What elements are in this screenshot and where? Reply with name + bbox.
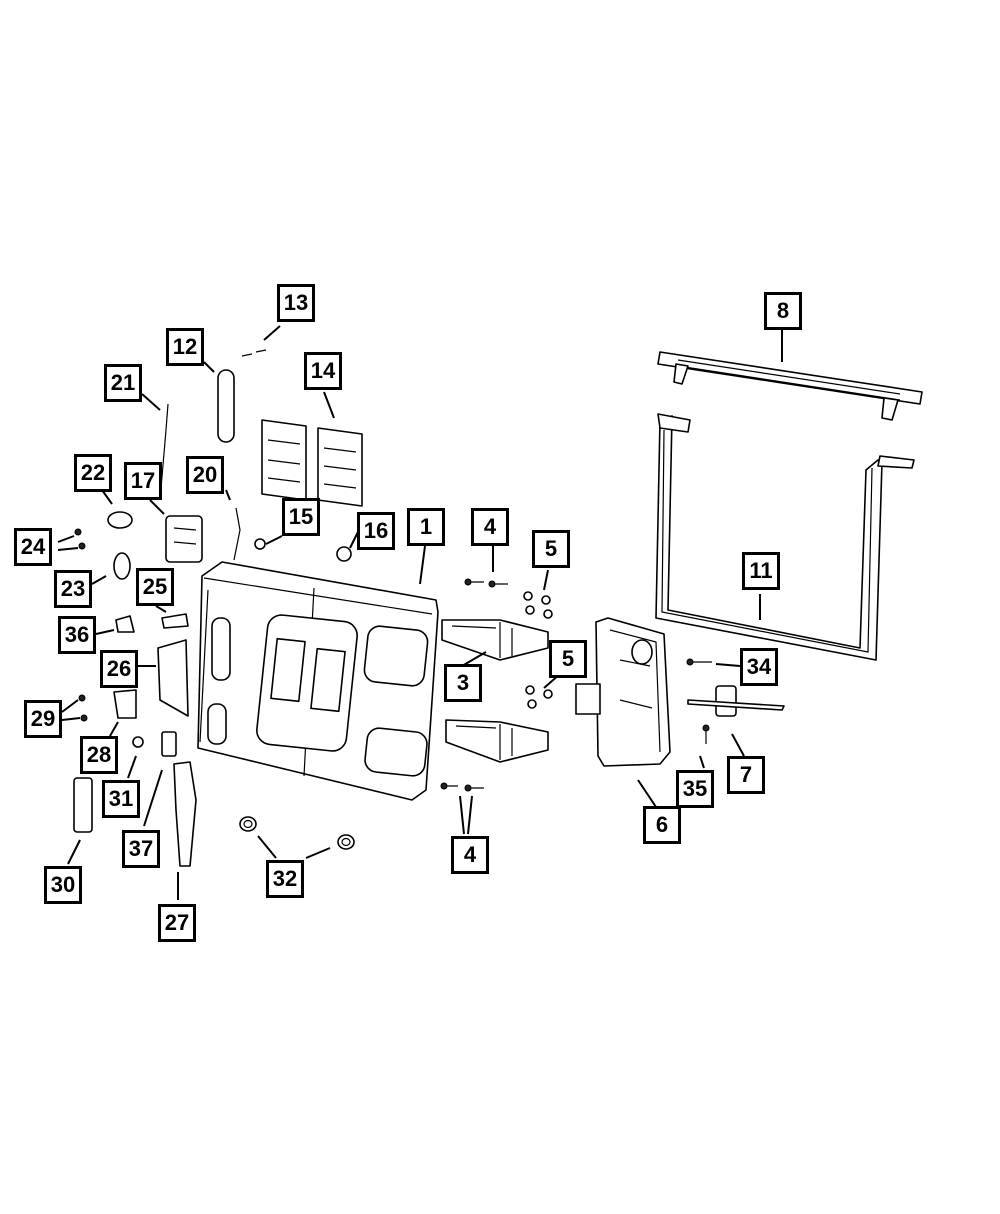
callout-3: 3 xyxy=(444,664,482,702)
callout-26: 26 xyxy=(100,650,138,688)
callout-4-bottom: 4 xyxy=(451,836,489,874)
callout-29: 29 xyxy=(24,700,62,738)
callout-36: 36 xyxy=(58,616,96,654)
part-6-inner-panel xyxy=(575,617,671,767)
part-32-plugs xyxy=(239,816,355,850)
callout-37: 37 xyxy=(122,830,160,868)
callout-20: 20 xyxy=(186,456,224,494)
callout-7: 7 xyxy=(727,756,765,794)
callout-12: 12 xyxy=(166,328,204,366)
callout-15: 15 xyxy=(282,498,320,536)
leader-lines xyxy=(57,325,783,900)
small-parts-upper xyxy=(159,349,352,562)
part-11-frame-seal xyxy=(655,413,915,661)
callout-23: 23 xyxy=(54,570,92,608)
callout-30: 30 xyxy=(44,866,82,904)
callout-35: 35 xyxy=(676,770,714,808)
callout-13: 13 xyxy=(277,284,315,322)
callout-16: 16 xyxy=(357,512,395,550)
callout-27: 27 xyxy=(158,904,196,942)
small-parts-left-upper xyxy=(74,511,203,633)
callout-8: 8 xyxy=(764,292,802,330)
fasteners-4-5 xyxy=(440,578,553,792)
part-3-hinges xyxy=(441,619,549,763)
callout-32: 32 xyxy=(266,860,304,898)
callout-25: 25 xyxy=(136,568,174,606)
part-7-handle-assembly xyxy=(686,658,785,744)
callout-31: 31 xyxy=(102,780,140,818)
callout-24: 24 xyxy=(14,528,52,566)
callout-11: 11 xyxy=(742,552,780,590)
callout-34: 34 xyxy=(740,648,778,686)
callout-22: 22 xyxy=(74,454,112,492)
callout-14: 14 xyxy=(304,352,342,390)
callout-5-top: 5 xyxy=(532,530,570,568)
small-parts-left-lower xyxy=(73,639,197,867)
part-8-header-seal xyxy=(657,351,923,421)
callout-4-top: 4 xyxy=(471,508,509,546)
callout-5-bottom: 5 xyxy=(549,640,587,678)
callout-1: 1 xyxy=(407,508,445,546)
callout-28: 28 xyxy=(80,736,118,774)
callout-17: 17 xyxy=(124,462,162,500)
part-14-window-frames xyxy=(261,419,363,507)
callout-21: 21 xyxy=(104,364,142,402)
callout-6: 6 xyxy=(643,806,681,844)
part-1-tailgate-panel xyxy=(197,561,439,801)
